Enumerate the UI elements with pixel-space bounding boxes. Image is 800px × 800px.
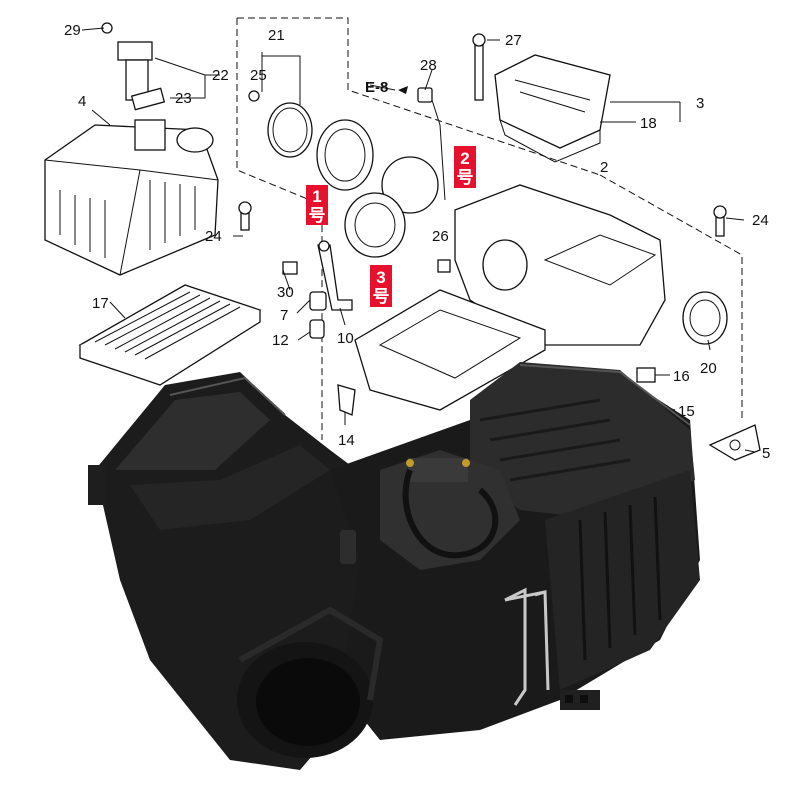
bolt-30	[282, 261, 298, 275]
air-cleaner-assembly-photo	[88, 362, 700, 770]
clamp-16	[636, 367, 656, 383]
collar-12	[309, 319, 325, 339]
bolt-24-right	[713, 205, 727, 237]
callout-16: 16	[673, 368, 690, 385]
callout-18: 18	[640, 115, 657, 132]
svg-text:号: 号	[309, 206, 326, 225]
svg-text:2: 2	[460, 149, 469, 168]
bolt-27	[472, 33, 486, 101]
iat-sensor	[101, 22, 166, 111]
callout-24-left: 24	[205, 228, 222, 245]
callout-20: 20	[700, 360, 717, 377]
intake-resonator-tube	[344, 156, 439, 258]
grommet-7	[309, 291, 327, 311]
callout-2: 2	[600, 159, 608, 176]
callout-27: 27	[505, 32, 522, 49]
air-filter-element	[78, 284, 262, 386]
nut-26	[437, 259, 451, 273]
callout-22: 22	[212, 67, 229, 84]
callout-28: 28	[420, 57, 437, 74]
callout-29: 29	[64, 22, 81, 39]
callout-26: 26	[432, 228, 449, 245]
bolt-24-left	[238, 201, 252, 231]
callout-5: 5	[762, 445, 770, 462]
reference-e8: E-8	[365, 79, 388, 96]
callout-3: 3	[696, 95, 704, 112]
callout-4: 4	[78, 93, 86, 110]
callout-17: 17	[92, 295, 109, 312]
reference-arrow	[398, 86, 408, 94]
hose-clamp	[248, 90, 313, 158]
svg-text:1: 1	[312, 187, 321, 206]
grommet-28	[417, 87, 433, 103]
bracket-10	[317, 240, 353, 311]
badge-3: 3 号	[370, 265, 392, 307]
callout-25: 25	[250, 67, 267, 84]
svg-text:号: 号	[457, 168, 474, 187]
resonator-cover	[494, 54, 611, 163]
callout-7: 7	[280, 307, 288, 324]
svg-text:3: 3	[376, 268, 385, 287]
air-cleaner-housing-lineart	[454, 184, 666, 346]
svg-text:号: 号	[373, 287, 390, 306]
leader-lines	[81, 27, 756, 453]
assembly-boundary	[236, 17, 743, 440]
clip-14	[337, 384, 356, 416]
callout-10: 10	[337, 330, 354, 347]
callout-labels: 29 21 25 22 23 4 28 E-8 27 3 18 2 24 24 …	[64, 22, 770, 462]
callout-30: 30	[277, 284, 294, 301]
badge-1: 1 号	[306, 185, 328, 225]
callout-21: 21	[268, 27, 285, 44]
callout-24-right: 24	[752, 212, 769, 229]
air-cleaner-cover-upper	[44, 119, 219, 276]
bracket-5	[708, 424, 761, 461]
air-intake-joint	[316, 119, 374, 191]
badge-2: 2 号	[454, 146, 476, 188]
duct-20	[682, 291, 728, 345]
callout-12: 12	[272, 332, 289, 349]
callout-14: 14	[338, 432, 355, 449]
lower-case-lineart	[354, 289, 546, 411]
callout-23: 23	[175, 90, 192, 107]
